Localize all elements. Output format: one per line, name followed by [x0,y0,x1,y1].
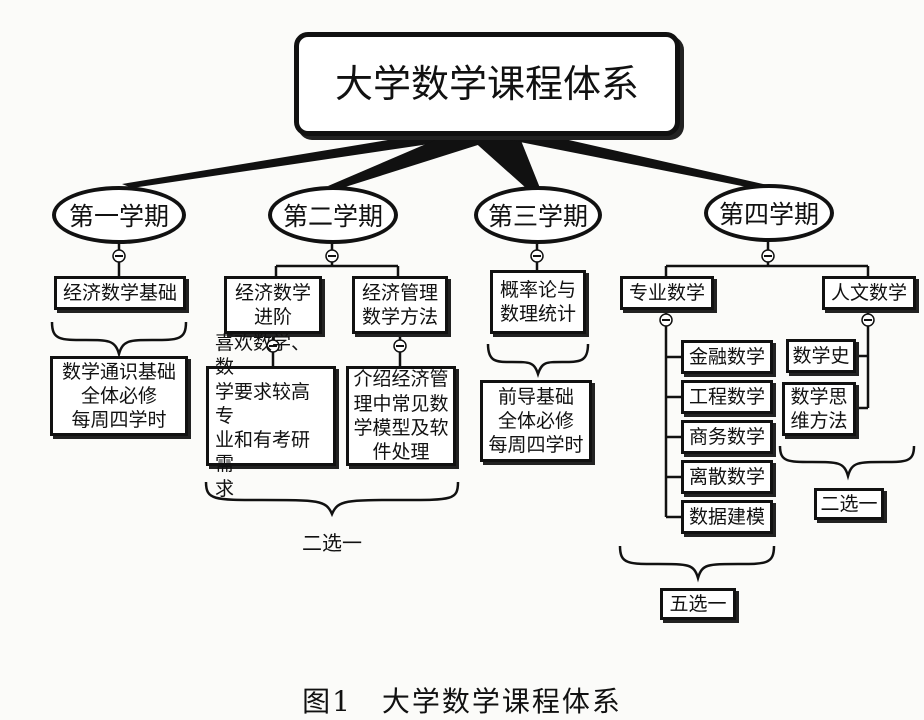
sem2-choice-label: 二选一 [302,531,362,555]
sem2-desc-a: 喜欢数学、数 学要求较高专 业和有考研需 求 [215,331,311,500]
figure-caption: 图1 大学数学课程体系 [302,685,622,718]
sem1-course: 经济数学基础 [62,281,177,304]
pro-item-4: 离散数学 [681,460,773,494]
sem1-course-box: 经济数学基础 [54,276,186,310]
semester-2-node: 第二学期 [268,186,398,244]
pro-item-2: 工程数学 [681,380,773,414]
semester-4-node: 第四学期 [704,184,834,242]
semester-4-label: 第四学期 [718,200,819,229]
semester-3-node: 第三学期 [474,186,602,244]
sem2-desc-b: 介绍经济管 理中常见数 学模型及软 件处理 [353,368,449,464]
sem3-course-box: 概率论与 数理统计 [490,270,586,334]
sem4-two-choice: 二选一 [820,492,878,515]
root-title: 大学数学课程体系 [334,61,639,106]
sem2-course-a-box: 经济数学 进阶 [224,276,322,334]
sem1-note: 数学通识基础 全体必修 每周四学时 [61,360,176,432]
sem1-note-box: 数学通识基础 全体必修 每周四学时 [50,356,188,436]
sem3-course: 概率论与 数理统计 [499,278,576,325]
semester-1-node: 第一学期 [52,186,186,244]
sem2-course-b: 经济管理 数学方法 [361,281,438,328]
root-node: 大学数学课程体系 [294,32,680,136]
sem2-course-a: 经济数学 进阶 [234,281,311,328]
sem2-desc-b-box: 介绍经济管 理中常见数 学模型及软 件处理 [346,366,456,466]
sem3-note: 前导基础 全体必修 每周四学时 [488,385,584,457]
pro-item-1: 金融数学 [681,340,773,374]
sem4-hum-group-box: 人文数学 [822,276,916,310]
semester-2-label: 第二学期 [282,202,383,231]
hum-item-2: 数学思 维方法 [782,382,856,436]
pro-item-3: 商务数学 [681,420,773,454]
sem4-five-choice-box: 五选一 [660,588,736,620]
semester-3-label: 第三学期 [487,202,588,231]
sem2-course-b-box: 经济管理 数学方法 [352,276,448,334]
sem4-pro-group-box: 专业数学 [620,276,714,310]
sem4-pro-group: 专业数学 [628,281,705,304]
semester-1-label: 第一学期 [68,202,169,231]
sem4-hum-group: 人文数学 [830,281,907,304]
sem4-five-choice: 五选一 [669,592,727,615]
sem3-note-box: 前导基础 全体必修 每周四学时 [480,380,592,462]
sem2-desc-a-box: 喜欢数学、数 学要求较高专 业和有考研需 求 [206,332,336,500]
hum-item-1: 数学史 [786,339,856,373]
pro-item-5: 数据建模 [681,500,773,534]
sem4-two-choice-box: 二选一 [814,488,884,520]
